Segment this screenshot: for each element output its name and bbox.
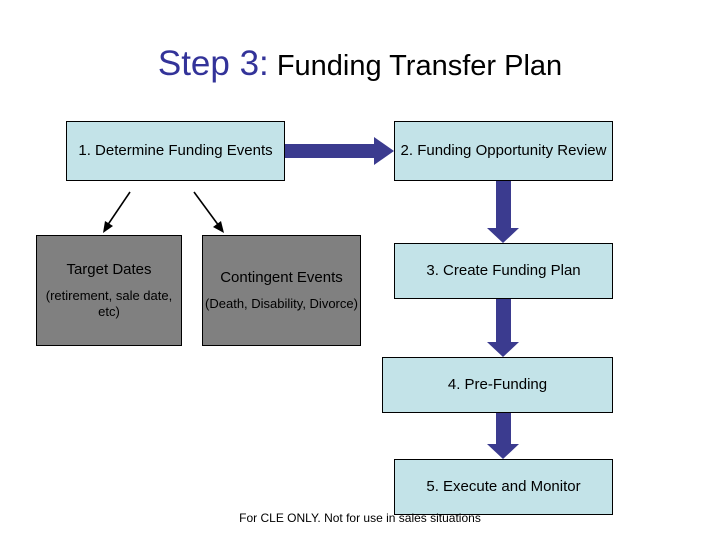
detail-box-target-dates[interactable]: Target Dates (retirement, sale date, etc…: [36, 235, 182, 346]
box-label: 1. Determine Funding Events: [78, 141, 273, 159]
process-box-create-funding-plan[interactable]: 3. Create Funding Plan: [394, 243, 613, 299]
box-sublabel: (retirement, sale date, etc): [45, 287, 173, 319]
title-rest: Funding Transfer Plan: [268, 50, 563, 82]
process-box-pre-funding[interactable]: 4. Pre-Funding: [382, 357, 613, 413]
process-box-execute-and-monitor[interactable]: 5. Execute and Monitor: [394, 459, 613, 515]
process-box-determine-funding-events[interactable]: 1. Determine Funding Events: [66, 121, 285, 181]
arrow-box3-to-box4-icon: [487, 299, 519, 357]
process-box-funding-opportunity-review[interactable]: 2. Funding Opportunity Review: [394, 121, 613, 181]
box-label: Contingent Events: [220, 269, 343, 287]
box-sublabel: (Death, Disability, Divorce): [205, 295, 358, 311]
box-label: 4. Pre-Funding: [447, 375, 548, 393]
arrow-box1-to-contingent-events-icon: [193, 191, 224, 233]
box-label: Target Dates: [66, 261, 152, 279]
box-label: 3. Create Funding Plan: [426, 261, 581, 279]
arrow-box1-to-box2-icon: [285, 137, 394, 165]
arrow-box2-to-box3-icon: [487, 181, 519, 243]
box-label: 5. Execute and Monitor: [426, 477, 581, 495]
detail-box-contingent-events[interactable]: Contingent Events (Death, Disability, Di…: [202, 235, 361, 346]
arrow-box1-to-target-dates-icon: [103, 191, 131, 233]
footer-disclaimer: For CLE ONLY. Not for use in sales situa…: [239, 511, 481, 525]
page-title: Step 3: Funding Transfer Plan: [0, 44, 720, 84]
arrow-box4-to-box5-icon: [487, 413, 519, 459]
box-label: 2. Funding Opportunity Review: [400, 141, 607, 159]
title-step: Step 3:: [157, 44, 269, 83]
